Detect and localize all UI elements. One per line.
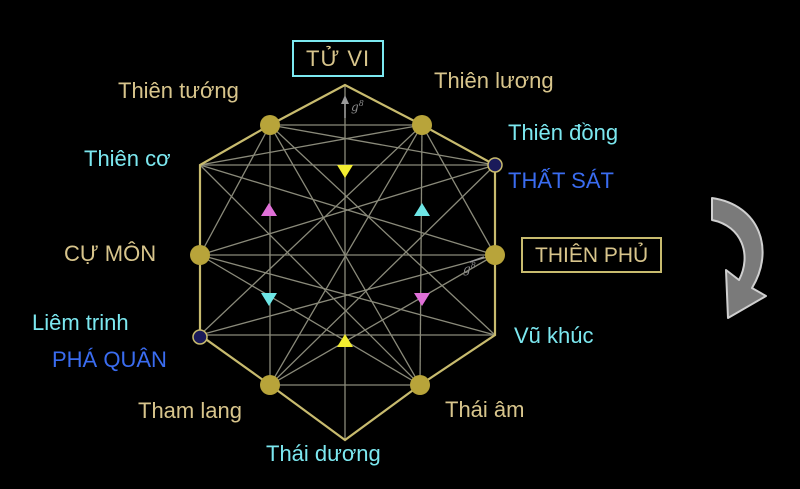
magenta-up-triangle xyxy=(261,203,277,216)
yellow-down-triangle xyxy=(337,165,353,178)
star-nodes xyxy=(190,115,505,395)
label-thai-duong: Thái dương xyxy=(266,441,381,466)
label-liem-trinh: Liêm trinh xyxy=(32,310,129,335)
label-g8-right: g8 xyxy=(463,261,476,276)
grid-line xyxy=(199,164,496,256)
node-tham-lang xyxy=(260,375,280,395)
label-thien-luong: Thiên lương xyxy=(434,68,554,93)
label-g8-top: g8 xyxy=(351,99,364,114)
label-thien-tuong: Thiên tướng xyxy=(118,78,239,103)
axis-arrow-up xyxy=(341,95,349,118)
grid-line xyxy=(199,124,271,256)
grid-line xyxy=(199,124,423,166)
grid-lines xyxy=(199,85,496,440)
grid-line xyxy=(199,124,423,336)
grid-line xyxy=(269,164,496,386)
grid-line xyxy=(199,254,421,386)
label-thien-co: Thiên cơ xyxy=(84,146,171,171)
node-thien-phu xyxy=(485,245,505,265)
node-that-sat xyxy=(487,157,503,173)
octagon-frame xyxy=(198,83,497,442)
magenta-down-triangle xyxy=(414,293,430,306)
label-vu-khuc: Vũ khúc xyxy=(514,323,594,348)
cyan-up-triangle xyxy=(414,203,430,216)
g8-top-sup: 8 xyxy=(358,99,364,108)
label-thien-phu: THIÊN PHỦ xyxy=(521,237,663,273)
direction-markers xyxy=(261,165,430,347)
label-tu-vi: TỬ VI xyxy=(292,40,385,77)
g8-top-letter: g xyxy=(351,100,359,114)
node-thien-luong xyxy=(412,115,432,135)
label-thai-am: Thái âm xyxy=(445,397,525,422)
grid-line xyxy=(199,164,421,386)
grid-line xyxy=(269,124,496,336)
curved-arrow-icon xyxy=(711,197,767,319)
grid-line xyxy=(199,254,496,336)
node-thai-am xyxy=(410,375,430,395)
node-pha-quan xyxy=(192,329,208,345)
axis-arrow-right xyxy=(469,256,485,263)
label-thien-dong: Thiên đồng xyxy=(508,120,619,145)
g8-right-sup: 8 xyxy=(470,261,476,270)
cyan-down-triangle xyxy=(261,293,277,306)
yellow-up-triangle xyxy=(337,334,353,347)
grid-line xyxy=(269,124,496,166)
node-thien-tuong xyxy=(260,115,280,135)
label-that-sat: THẤT SÁT xyxy=(508,168,614,193)
node-cu-mon xyxy=(190,245,210,265)
label-cu-mon: CỰ MÔN xyxy=(64,241,157,266)
g8-right-letter: g xyxy=(463,262,471,276)
grid-line xyxy=(269,254,496,386)
label-tham-lang: Tham lang xyxy=(138,398,242,423)
grid-line xyxy=(421,124,496,256)
label-pha-quan: PHÁ QUÂN xyxy=(52,347,167,372)
